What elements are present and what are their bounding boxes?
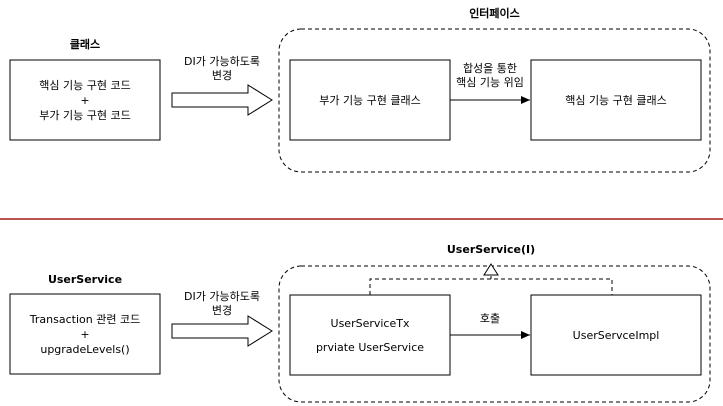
bottom-tx-box-text: UserServiceTx prviate UserService <box>290 295 450 375</box>
top-addon-label: 부가 기능 구현 클래스 <box>319 93 421 107</box>
top-core-box-text: 핵심 기능 구현 클래스 <box>531 60 701 140</box>
top-di-label: DI가 가능하도록 변경 <box>170 55 274 83</box>
top-delegate-line1: 합성을 통한 <box>462 62 518 75</box>
bottom-tx-line1: UserServiceTx <box>330 316 410 330</box>
top-core-label: 핵심 기능 구현 클래스 <box>565 93 667 107</box>
top-di-label-line1: DI가 가능하도록 <box>184 55 260 68</box>
bottom-interface-group <box>278 265 711 403</box>
bottom-impl-label: UserServceImpl <box>572 328 660 342</box>
top-di-label-line2: 변경 <box>211 69 233 82</box>
bottom-impl-box-text: UserServceImpl <box>531 295 701 375</box>
bottom-interface-title: UserService(I) <box>446 243 536 256</box>
top-class-line2: + <box>80 93 90 107</box>
bottom-class-box <box>9 293 161 375</box>
top-core-box <box>530 59 702 141</box>
top-class-box <box>9 59 161 141</box>
bottom-di-label-line2: 변경 <box>211 304 233 317</box>
top-interface-title: 인터페이스 <box>469 7 520 20</box>
top-di-arrow <box>171 84 273 116</box>
implements-triangle <box>483 263 499 276</box>
top-class-line1: 핵심 기능 구현 코드 <box>39 78 131 92</box>
top-delegate-label: 합성을 통한 핵심 기능 위임 <box>444 62 536 90</box>
top-addon-box-text: 부가 기능 구현 클래스 <box>290 60 450 140</box>
bottom-class-box-text: Transaction 관련 코드 + upgradeLevels() <box>10 294 160 374</box>
bottom-tx-box <box>289 294 451 376</box>
bottom-class-line1: Transaction 관련 코드 <box>29 312 141 326</box>
top-class-line3: 부가 기능 구현 코드 <box>39 108 131 122</box>
top-addon-box <box>289 59 451 141</box>
bottom-class-title: UserService <box>47 273 123 286</box>
bottom-call-label: 호출 <box>479 312 501 325</box>
top-class-title: 클래스 <box>69 38 101 51</box>
bottom-tx-line2: prviate UserService <box>315 340 425 354</box>
top-delegate-line2: 핵심 기능 위임 <box>456 76 524 89</box>
bottom-class-line3: upgradeLevels() <box>40 342 130 356</box>
bottom-impl-box <box>530 294 702 376</box>
bottom-di-arrow <box>171 315 273 347</box>
implements-connector <box>369 278 613 295</box>
top-interface-group <box>278 28 711 173</box>
bottom-class-line2: + <box>80 327 90 341</box>
bottom-di-label-line1: DI가 가능하도록 <box>184 290 260 303</box>
top-class-box-text: 핵심 기능 구현 코드 + 부가 기능 구현 코드 <box>10 60 160 140</box>
bottom-di-label: DI가 가능하도록 변경 <box>170 290 274 318</box>
